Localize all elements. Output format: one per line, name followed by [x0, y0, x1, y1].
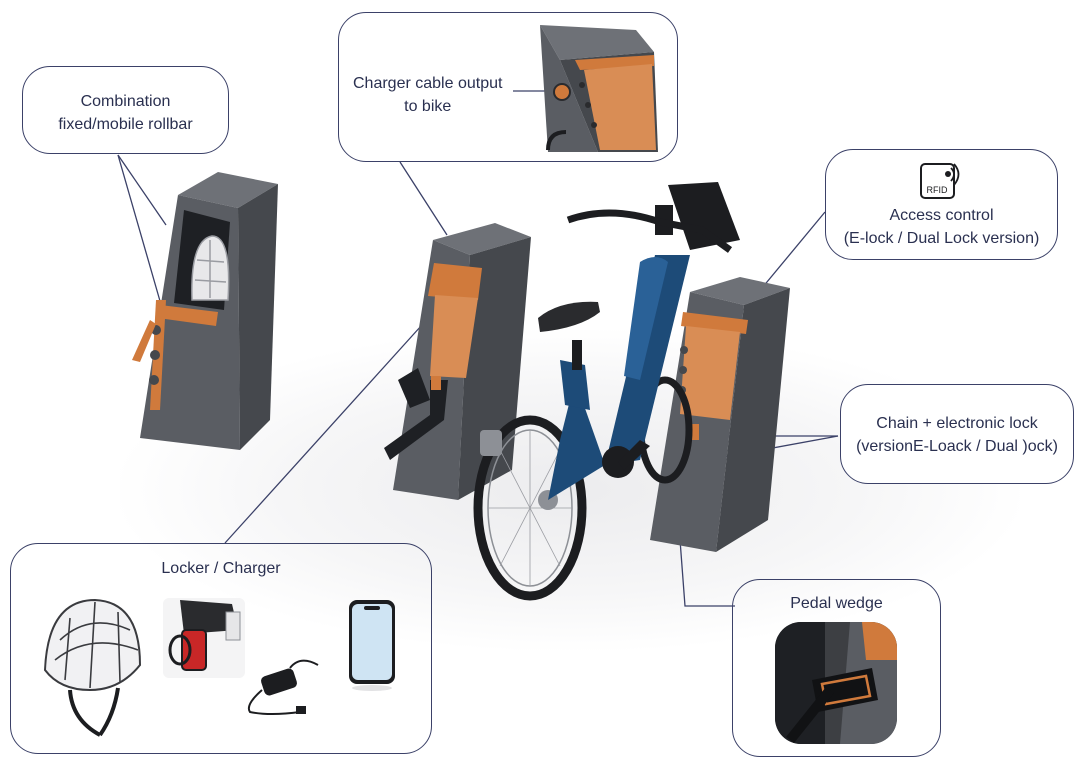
pedal-wedge-callout: Pedal wedge	[732, 579, 941, 757]
access-control-label-line1: Access control	[889, 207, 994, 224]
rollbar-label-line2: fixed/mobile rollbar	[58, 116, 193, 133]
left-post	[132, 172, 278, 450]
pedal-wedge-title: Pedal wedge	[790, 595, 883, 612]
locker-charger-callout: Locker / Charger	[10, 543, 432, 754]
helmet-icon	[43, 598, 142, 737]
charger-cable-callout: Charger cable output to bike	[338, 12, 678, 162]
charger-output-thumbnail	[540, 25, 658, 152]
access-control-callout: Access control (E-lock / Dual Lock versi…	[825, 149, 1058, 260]
charger-cable-label-line1: Charger cable output	[353, 75, 503, 92]
phone-icon	[349, 600, 395, 691]
charger-cable-label-line2: to bike	[404, 98, 452, 115]
chain-lock-callout: Chain + electronic lock (versionE-Loack …	[840, 384, 1074, 484]
rollbar-label-line1: Combination	[80, 93, 171, 110]
e-bike	[473, 182, 740, 601]
access-control-label-line2: (E-lock / Dual Lock version)	[843, 230, 1040, 247]
rfid-icon: RFID	[920, 163, 960, 199]
rfid-label: RFID	[927, 185, 948, 195]
right-post	[650, 277, 790, 552]
pedal-wedge-thumbnail	[775, 622, 897, 744]
locker-charger-title: Locker / Charger	[161, 560, 281, 577]
charger-icon	[247, 659, 319, 715]
bike-light-icon	[163, 598, 245, 678]
chain-lock-label-line1: Chain + electronic lock	[876, 415, 1038, 432]
helmet-in-locker	[191, 235, 230, 301]
rollbar-callout: Combination fixed/mobile rollbar	[22, 66, 229, 154]
chain-lock-label-line2: (versionE-Loack / Dual )ock)	[856, 438, 1058, 455]
middle-post	[384, 223, 531, 500]
